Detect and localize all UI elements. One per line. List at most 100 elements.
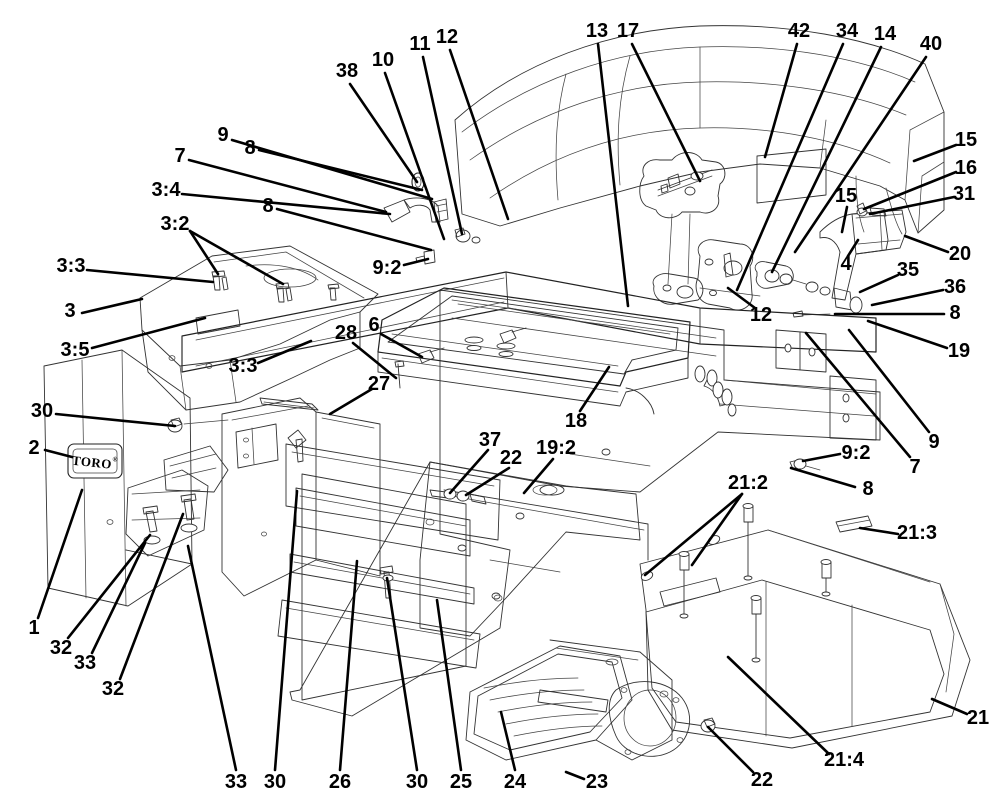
leader-line bbox=[85, 268, 215, 284]
seat-box-assembly-26 bbox=[277, 429, 501, 701]
callout-23: 23 bbox=[585, 771, 609, 793]
leader-line bbox=[90, 316, 207, 350]
callout-8: 8 bbox=[949, 302, 961, 324]
callout-9: 9 bbox=[217, 124, 229, 146]
callout-33: 33 bbox=[224, 771, 248, 793]
callout-26: 26 bbox=[328, 771, 352, 793]
leader-line bbox=[706, 725, 755, 774]
callout-25: 25 bbox=[449, 771, 473, 793]
fastener-21-2-group bbox=[640, 503, 832, 663]
callout-30: 30 bbox=[30, 400, 54, 422]
callout-3-3: 3:3 bbox=[228, 355, 258, 377]
leader-line bbox=[912, 143, 958, 163]
leader-line bbox=[186, 544, 238, 772]
callout-3-3: 3:3 bbox=[56, 255, 86, 277]
callout-32: 32 bbox=[101, 678, 125, 700]
leader-line bbox=[338, 559, 359, 772]
leader-line bbox=[80, 297, 144, 315]
toro-decal bbox=[67, 443, 123, 479]
leader-line bbox=[464, 466, 511, 497]
leader-line bbox=[726, 655, 831, 756]
callout-42: 42 bbox=[787, 20, 811, 42]
callout-36: 36 bbox=[943, 276, 967, 298]
callout-13: 13 bbox=[585, 20, 609, 42]
leader-line bbox=[379, 332, 424, 359]
left-console-panel-3 bbox=[139, 245, 379, 411]
leader-line bbox=[180, 192, 392, 216]
leader-line bbox=[256, 339, 313, 365]
callout-1: 1 bbox=[28, 617, 40, 639]
leader-line bbox=[847, 328, 931, 434]
leader-line bbox=[54, 412, 177, 428]
callout-21-2: 21:2 bbox=[727, 472, 769, 494]
callout-37: 37 bbox=[478, 429, 502, 451]
leader-line bbox=[868, 195, 956, 216]
step-plate-24 bbox=[465, 639, 691, 761]
callout-10: 10 bbox=[371, 49, 395, 71]
leader-line bbox=[735, 42, 845, 292]
leader-line bbox=[66, 533, 152, 640]
leader-line bbox=[578, 365, 611, 413]
leader-line bbox=[862, 170, 958, 211]
leader-line bbox=[643, 492, 744, 577]
callout-38: 38 bbox=[335, 60, 359, 82]
leader-line bbox=[858, 526, 900, 536]
lower-left-bracket-33 bbox=[125, 445, 229, 557]
callout-leader-lines bbox=[36, 42, 969, 781]
callout-32: 32 bbox=[49, 637, 73, 659]
leader-line bbox=[275, 207, 433, 252]
leader-line bbox=[383, 71, 446, 241]
leader-line bbox=[866, 319, 949, 350]
callout-30: 30 bbox=[405, 771, 429, 793]
callout-9-2: 9:2 bbox=[372, 257, 402, 279]
leader-line bbox=[804, 331, 912, 459]
callout-12: 12 bbox=[435, 26, 459, 48]
leader-line bbox=[903, 234, 950, 254]
callout-19-2: 19:2 bbox=[535, 437, 577, 459]
callout-12: 12 bbox=[749, 304, 773, 326]
main-frame-rail bbox=[181, 271, 881, 717]
callout-3-2: 3:2 bbox=[160, 213, 190, 235]
callout-6: 6 bbox=[368, 314, 380, 336]
leader-line bbox=[435, 598, 463, 772]
callout-9-2: 9:2 bbox=[841, 442, 871, 464]
leader-line bbox=[499, 710, 517, 772]
callout-21-4: 21:4 bbox=[823, 749, 865, 771]
leader-line bbox=[448, 48, 510, 221]
callout-35: 35 bbox=[896, 259, 920, 281]
long-trim-strip-18 bbox=[377, 287, 691, 407]
leader-line bbox=[770, 45, 883, 274]
right-fender-panel bbox=[819, 202, 907, 301]
callout-4: 4 bbox=[840, 253, 852, 275]
callout-30: 30 bbox=[263, 771, 287, 793]
leader-line bbox=[789, 466, 857, 489]
leader-line bbox=[188, 229, 285, 286]
callout-3: 3 bbox=[64, 300, 76, 322]
callout-34: 34 bbox=[835, 20, 859, 42]
callout-3-5: 3:5 bbox=[60, 339, 90, 361]
leader-line bbox=[596, 42, 630, 308]
leader-line bbox=[118, 512, 185, 681]
callout-8: 8 bbox=[262, 195, 274, 217]
callout-2: 2 bbox=[28, 437, 40, 459]
leader-line bbox=[726, 286, 757, 310]
leader-line bbox=[36, 488, 84, 620]
left-fender-panel-2 bbox=[43, 349, 193, 607]
callout-15: 15 bbox=[954, 129, 978, 151]
callout-21: 21 bbox=[966, 707, 990, 729]
leader-line bbox=[870, 288, 945, 307]
fastener-22-lower bbox=[700, 717, 716, 733]
callout-22: 22 bbox=[750, 769, 774, 791]
callout-3-4: 3:4 bbox=[151, 179, 181, 201]
leader-line bbox=[858, 273, 900, 294]
leader-line bbox=[801, 452, 842, 463]
misc-fasteners bbox=[167, 172, 821, 471]
callout-7: 7 bbox=[174, 145, 186, 167]
rear-pivot-bracket bbox=[695, 239, 863, 318]
callout-20: 20 bbox=[948, 243, 972, 265]
callout-8: 8 bbox=[244, 137, 256, 159]
callout-31: 31 bbox=[952, 183, 976, 205]
leader-line bbox=[630, 42, 702, 183]
leader-line bbox=[385, 576, 419, 772]
